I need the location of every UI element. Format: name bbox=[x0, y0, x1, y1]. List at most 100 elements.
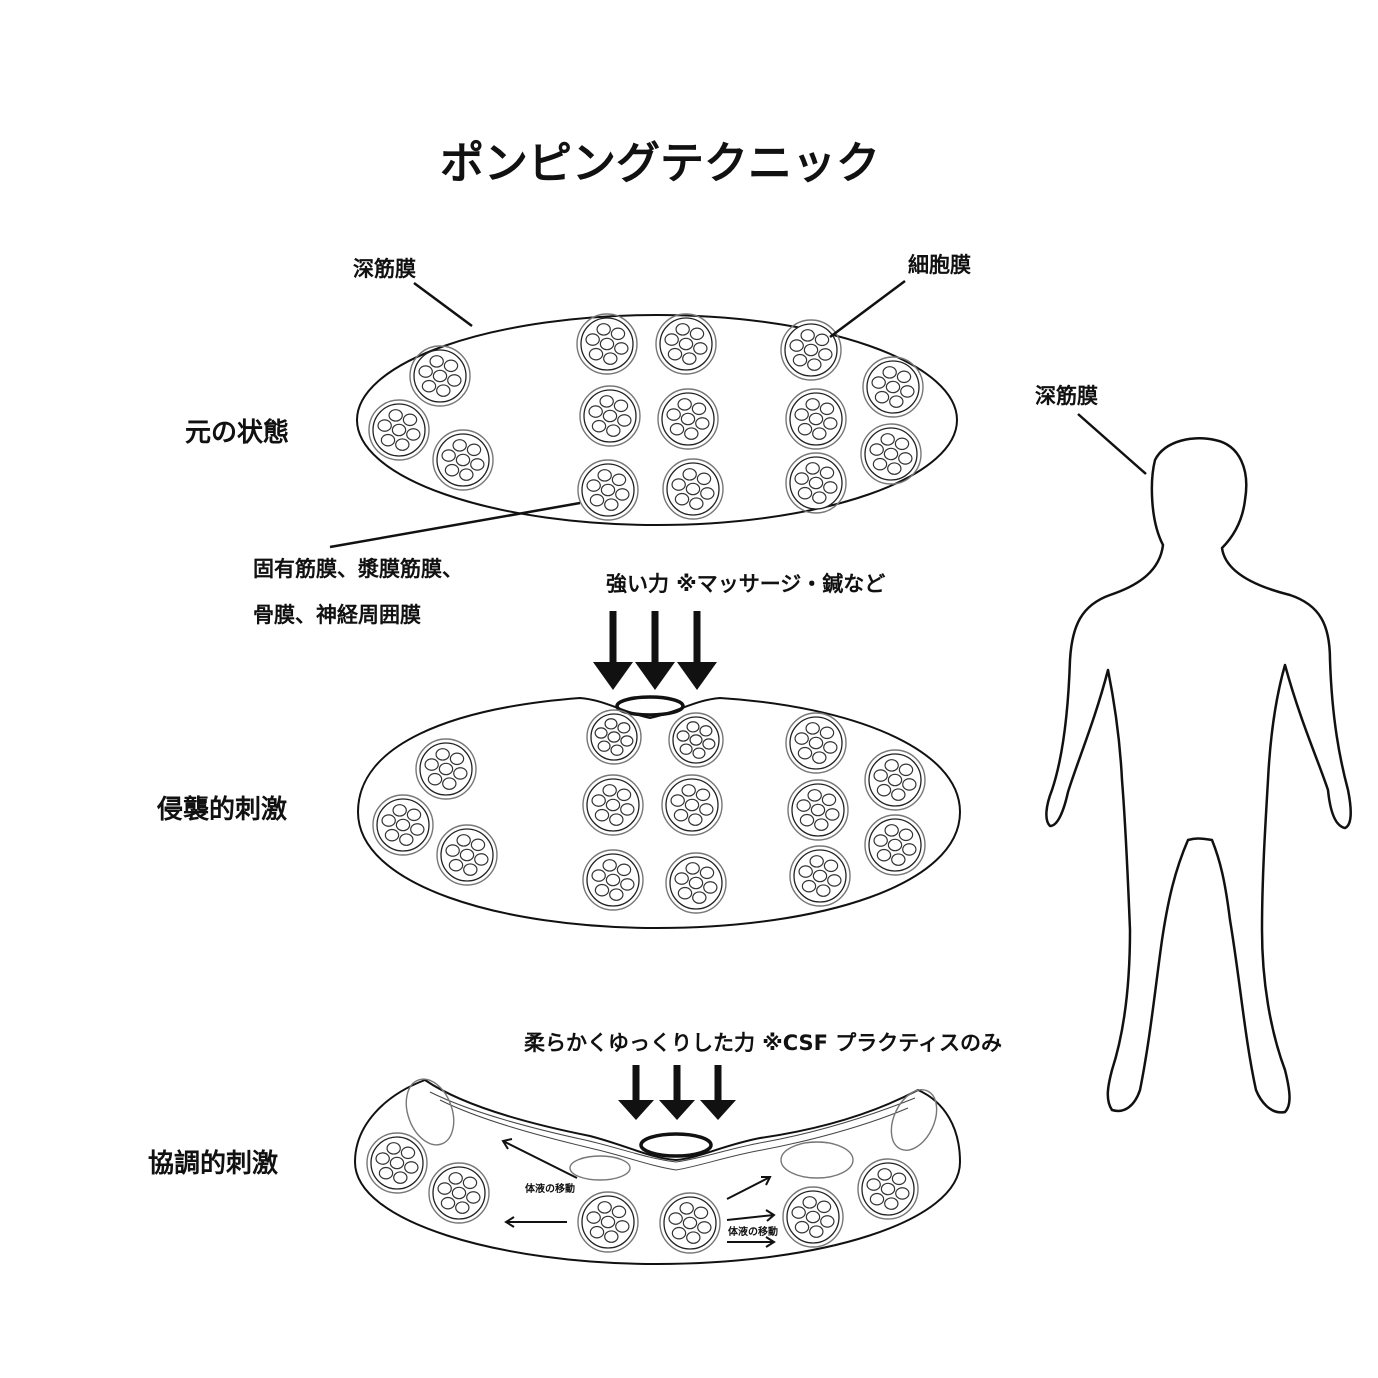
muscle-fiber bbox=[620, 735, 634, 747]
muscle-fiber bbox=[797, 746, 813, 760]
muscle-fiber bbox=[820, 1215, 835, 1228]
muscle-fiber bbox=[402, 413, 418, 427]
muscle-fiber bbox=[615, 1220, 630, 1233]
muscle-fascicle bbox=[582, 774, 644, 836]
muscle-fiber bbox=[805, 722, 820, 735]
muscle-fiber bbox=[375, 1152, 390, 1165]
muscle-fiber bbox=[809, 1225, 824, 1238]
muscle-fiber bbox=[827, 874, 842, 887]
deep-fascia-outline-coordinated bbox=[353, 1078, 962, 1266]
fascia-inner-line bbox=[429, 1091, 916, 1163]
gentle-force-arrows bbox=[618, 1065, 736, 1120]
muscle-fiber bbox=[452, 439, 467, 452]
pressure-point-ring-strong bbox=[615, 695, 685, 717]
muscle-fiber bbox=[459, 468, 474, 481]
fascicle-group-coordinated bbox=[366, 1132, 919, 1254]
muscle-fascicle bbox=[662, 458, 724, 520]
muscle-fiber bbox=[819, 726, 835, 740]
muscle-fiber bbox=[823, 741, 838, 754]
muscle-fiber bbox=[606, 424, 621, 437]
muscle-fiber bbox=[794, 472, 809, 485]
muscle-fiber bbox=[604, 1230, 619, 1243]
muscle-fiber bbox=[877, 1168, 892, 1181]
muscle-fascicle bbox=[789, 845, 851, 907]
muscle-fiber bbox=[884, 1197, 899, 1210]
muscle-fiber bbox=[594, 883, 610, 897]
label-deep-fascia-body: 深筋膜 bbox=[1035, 384, 1098, 408]
muscle-fascicle bbox=[785, 452, 847, 514]
muscle-fiber bbox=[682, 468, 697, 481]
muscle-fiber bbox=[802, 1196, 817, 1209]
muscle-fiber bbox=[677, 886, 693, 900]
muscle-fiber bbox=[887, 462, 902, 475]
muscle-fiber bbox=[604, 718, 618, 730]
muscle-fiber bbox=[900, 385, 915, 398]
muscle-fiber bbox=[617, 414, 632, 427]
muscle-fascicle bbox=[862, 356, 924, 418]
muscle-fiber bbox=[597, 469, 612, 482]
muscle-fiber bbox=[692, 747, 706, 759]
muscle-fiber bbox=[688, 876, 704, 890]
muscle-fiber bbox=[445, 844, 460, 857]
compressed-fascicle-center-left bbox=[569, 1155, 631, 1181]
muscle-fiber bbox=[898, 763, 914, 777]
muscle-fiber bbox=[438, 762, 454, 776]
muscle-fiber bbox=[675, 323, 690, 336]
muscle-fiber bbox=[816, 884, 831, 897]
muscle-fascicle bbox=[780, 319, 842, 381]
muscle-fiber bbox=[455, 1201, 470, 1214]
muscle-fascicle bbox=[366, 1132, 428, 1194]
muscle-fiber bbox=[791, 1206, 806, 1219]
muscle-fiber bbox=[798, 865, 813, 878]
muscle-fiber bbox=[393, 1171, 408, 1184]
muscle-fiber bbox=[599, 395, 614, 408]
strong-force-arrows bbox=[593, 611, 717, 690]
muscle-fiber bbox=[891, 853, 906, 866]
muscle-fiber bbox=[594, 808, 610, 822]
muscle-fiber bbox=[808, 476, 824, 490]
muscle-fiber bbox=[600, 1215, 616, 1229]
muscle-fiber bbox=[882, 366, 897, 379]
muscle-fiber bbox=[898, 828, 914, 842]
muscle-fiber bbox=[797, 422, 813, 436]
panel-original-state: 深筋膜 細胞膜 元の状態 固有筋膜、漿膜筋膜、 骨膜、神経周囲膜 bbox=[185, 253, 971, 627]
panel-coordinated-stimulus: 柔らかくゆっくりした力 ※CSF プラクティスのみ 体液の移動 体液の移動 協調… bbox=[148, 1031, 1002, 1266]
muscle-fiber bbox=[805, 398, 820, 411]
muscle-fiber bbox=[391, 423, 407, 437]
muscle-fiber bbox=[819, 402, 835, 416]
muscle-fiber bbox=[620, 803, 635, 816]
muscle-fascicle bbox=[860, 423, 922, 485]
muscle-fiber bbox=[609, 888, 624, 901]
muscle-fiber bbox=[902, 778, 917, 791]
muscle-fiber bbox=[869, 1192, 885, 1206]
muscle-fiber bbox=[378, 1166, 394, 1180]
human-body-outline bbox=[1045, 436, 1352, 1114]
muscle-fascicle bbox=[857, 1158, 919, 1220]
muscle-fiber bbox=[880, 1182, 896, 1196]
muscle-fiber bbox=[447, 374, 462, 387]
muscle-fiber bbox=[437, 1182, 452, 1195]
leader-deep-fascia-top bbox=[413, 281, 473, 328]
muscle-fiber bbox=[812, 751, 827, 764]
muscle-fascicle bbox=[785, 712, 847, 774]
label-fascia-list-line1: 固有筋膜、漿膜筋膜、 bbox=[253, 557, 463, 581]
muscle-fiber bbox=[466, 1191, 481, 1204]
muscle-fiber bbox=[611, 1205, 627, 1219]
muscle-fascicle bbox=[372, 794, 434, 856]
muscle-fiber bbox=[681, 784, 696, 797]
muscle-fascicle bbox=[368, 399, 430, 461]
muscle-fiber bbox=[436, 384, 451, 397]
muscle-fiber bbox=[801, 879, 817, 893]
muscle-fiber bbox=[884, 759, 899, 772]
muscle-fiber bbox=[443, 359, 459, 373]
muscle-fascicle bbox=[668, 712, 724, 768]
muscle-fiber bbox=[399, 833, 414, 846]
compressed-fascicle-right bbox=[890, 1089, 938, 1151]
muscle-fiber bbox=[880, 433, 895, 446]
muscle-fiber bbox=[814, 818, 829, 831]
muscle-fascicle bbox=[582, 849, 644, 911]
muscle-fiber bbox=[386, 1142, 401, 1155]
muscle-fiber bbox=[395, 818, 411, 832]
diagram-title: ポンピングテクニック bbox=[440, 138, 880, 189]
muscle-fiber bbox=[610, 327, 626, 341]
